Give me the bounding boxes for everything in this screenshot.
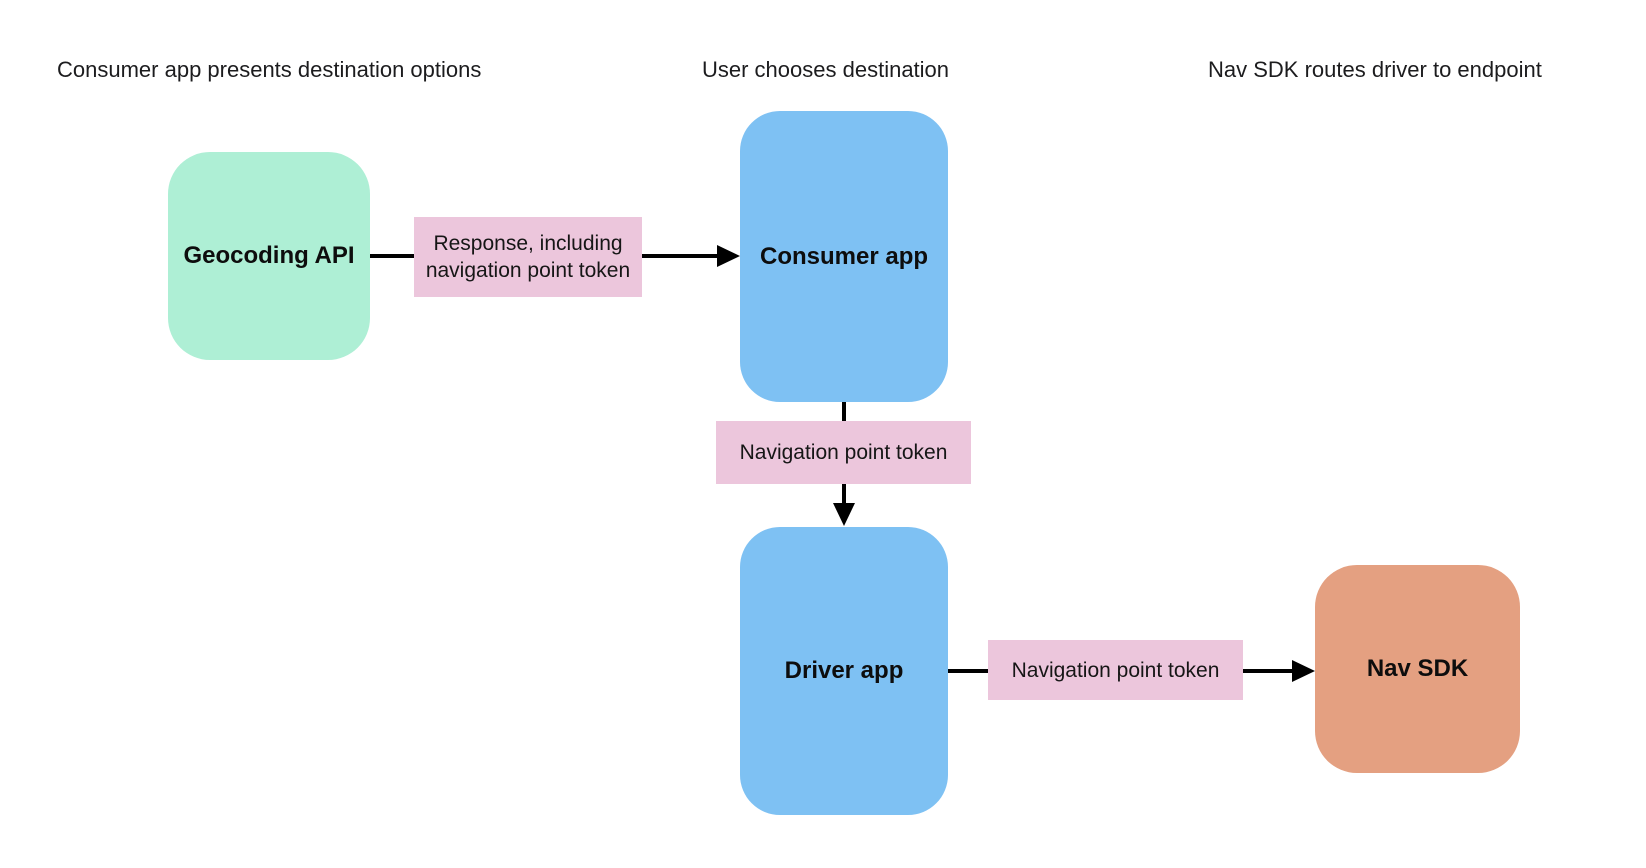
edge-label-navigation-point-token-1: Navigation point token: [716, 421, 971, 484]
node-nav-sdk: Nav SDK: [1315, 565, 1520, 773]
edge-line-label-to-driver: [842, 484, 846, 504]
node-geocoding-api: Geocoding API: [168, 152, 370, 360]
edge-line-label-to-consumer: [642, 254, 717, 258]
edge-line-label-to-navsdk: [1243, 669, 1292, 673]
column-header-navsdk-routes: Nav SDK routes driver to endpoint: [1208, 57, 1542, 82]
arrowhead-right-icon: [1292, 660, 1315, 682]
node-consumer-app-label: Consumer app: [759, 242, 929, 270]
edge-line-driver-to-label: [948, 669, 988, 673]
node-consumer-app: Consumer app: [740, 111, 948, 402]
column-header-user-chooses: User chooses destination: [702, 57, 950, 82]
arrowhead-down-icon: [833, 503, 855, 526]
edge-label-navigation-point-token-2-text: Navigation point token: [1011, 658, 1220, 682]
node-nav-sdk-label: Nav SDK: [1366, 655, 1469, 682]
edge-label-navigation-point-token-2: Navigation point token: [988, 640, 1243, 700]
edge-label-navigation-point-token-1-text: Navigation point token: [739, 441, 948, 464]
edge-line-consumer-to-label: [842, 402, 846, 421]
node-geocoding-api-label: Geocoding API: [183, 242, 355, 269]
edge-label-response-token-text: Response, including navigation point tok…: [425, 232, 631, 282]
node-driver-app-label: Driver app: [784, 657, 904, 684]
node-driver-app: Driver app: [740, 527, 948, 815]
arrowhead-right-icon: [717, 245, 740, 267]
column-header-consumer-presents: Consumer app presents destination option…: [57, 57, 482, 82]
edge-label-response-token: Response, including navigation point tok…: [414, 217, 642, 297]
edge-line-geocoding-to-label: [370, 254, 414, 258]
